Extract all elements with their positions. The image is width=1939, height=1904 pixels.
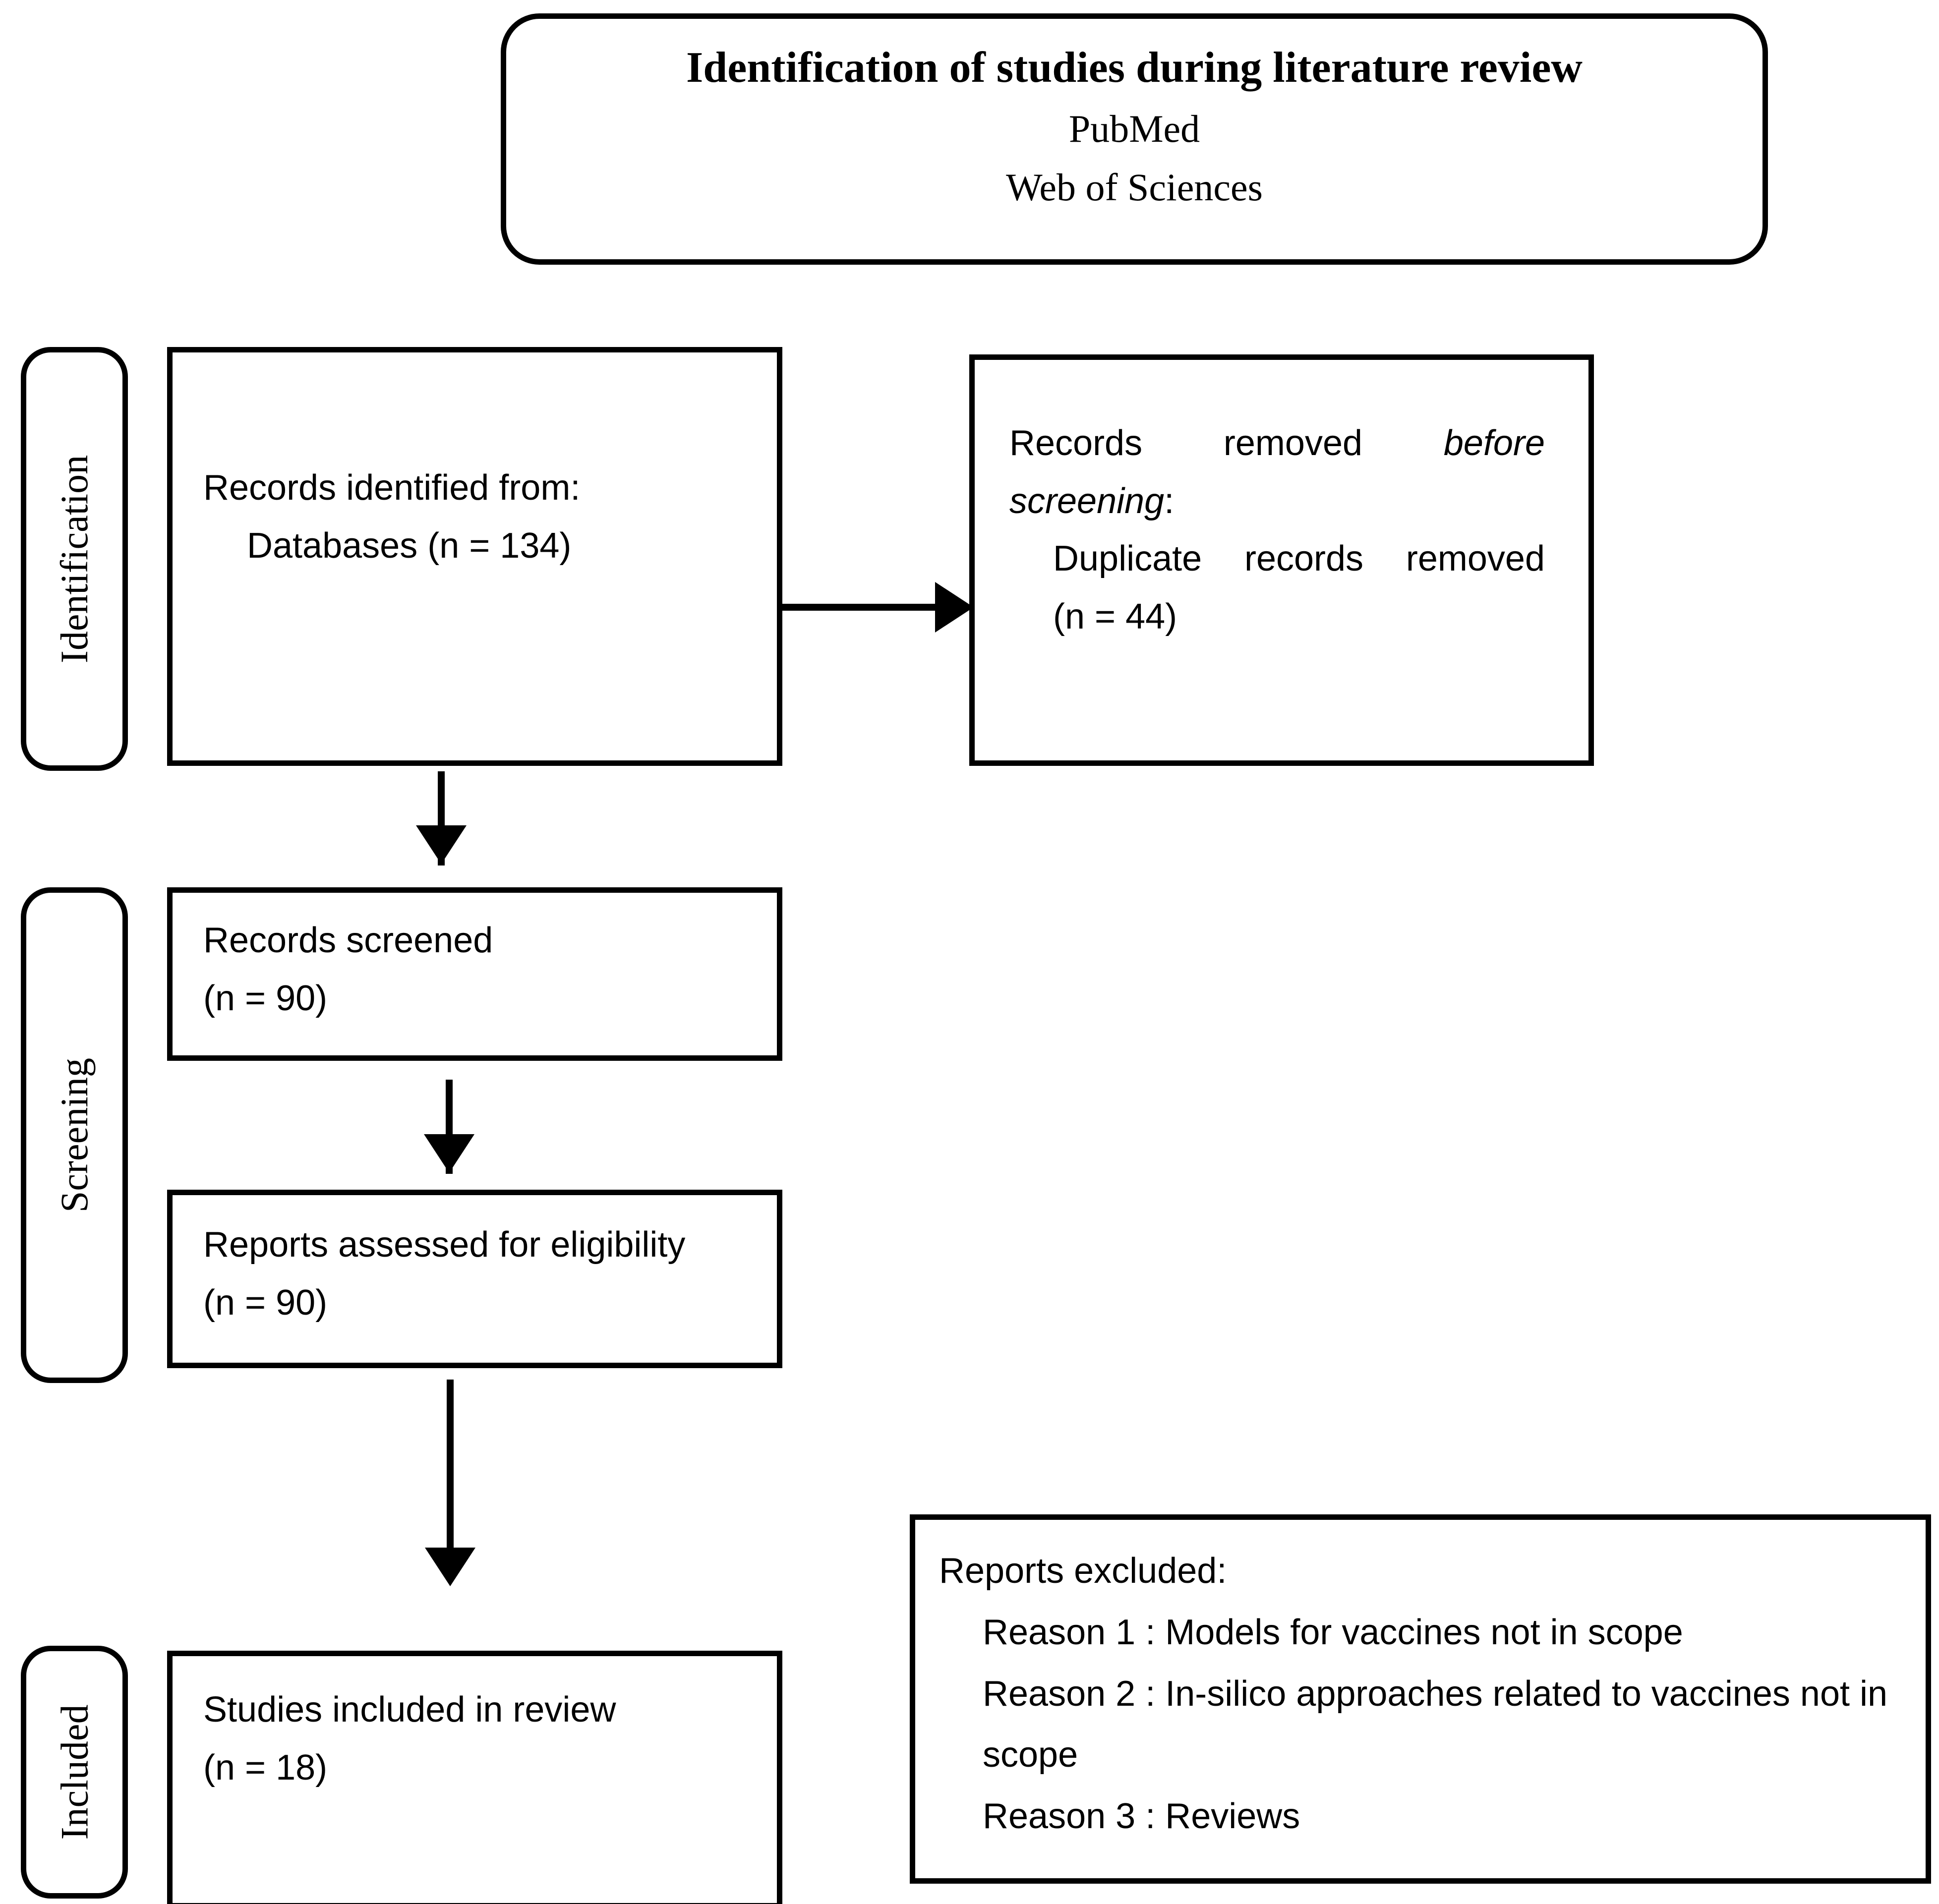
arrow-identified-to-removed-head — [935, 582, 974, 633]
box-studies-included-text: Studies included in review (n = 18) — [203, 1681, 759, 1796]
arrow-identified-to-screened-head — [416, 825, 467, 864]
stage-label-identification-text: Identification — [53, 455, 96, 663]
box-records-screened: Records screened (n = 90) — [167, 887, 782, 1061]
stage-label-included-text: Included — [53, 1704, 96, 1840]
reports-excluded-reason-2: Reason 2 : In-silico approaches related … — [983, 1673, 1888, 1775]
reports-excluded-reason-3: Reason 3 : Reviews — [983, 1796, 1300, 1837]
studies-included-line-2: (n = 18) — [203, 1747, 328, 1788]
box-records-removed-text: Records removed before screening: Duplic… — [1009, 414, 1545, 646]
arrow-assessed-to-included-stem — [447, 1380, 454, 1578]
arrow-assessed-to-included-head — [425, 1548, 475, 1586]
records-screened-line-2: (n = 90) — [203, 978, 328, 1018]
box-records-removed: Records removed before screening: Duplic… — [969, 354, 1594, 766]
records-identified-line-2: Databases (n = 134) — [247, 525, 572, 566]
diagram-title: Identification of studies during literat… — [686, 44, 1583, 92]
box-records-identified-text: Records identified from: Databases (n = … — [203, 459, 739, 575]
box-reports-excluded: Reports excluded: Reason 1 : Models for … — [910, 1514, 1931, 1884]
records-removed-line-1-emphasis: before screening — [1009, 423, 1545, 521]
records-removed-line-1: Records removed before screening: — [1009, 414, 1545, 530]
database-source-pubmed: PubMed — [1068, 107, 1200, 151]
records-screened-line-1: Records screened — [203, 921, 493, 960]
records-removed-line-1-lead: Records removed — [1009, 423, 1444, 463]
box-reports-excluded-text: Reports excluded: Reason 1 : Models for … — [939, 1541, 1906, 1847]
header-title-box: Identification of studies during literat… — [501, 13, 1768, 265]
reports-assessed-line-1: Reports assessed for eligibility — [203, 1225, 686, 1265]
records-removed-line-2: Duplicate records removed — [1053, 539, 1545, 579]
reports-excluded-reason-1: Reason 1 : Models for vaccines not in sc… — [983, 1612, 1683, 1652]
stage-label-included: Included — [21, 1646, 128, 1899]
box-studies-included: Studies included in review (n = 18) — [167, 1651, 782, 1904]
reports-excluded-heading: Reports excluded: — [939, 1551, 1227, 1591]
records-identified-line-1: Records identified from: — [203, 468, 581, 508]
stage-label-identification: Identification — [21, 347, 128, 771]
arrow-identified-to-removed-stem — [782, 604, 936, 611]
arrow-screened-to-assessed-head — [424, 1134, 474, 1173]
box-reports-assessed: Reports assessed for eligibility (n = 90… — [167, 1190, 782, 1368]
records-removed-line-1-colon: : — [1164, 481, 1175, 521]
reports-assessed-line-2: (n = 90) — [203, 1282, 328, 1323]
studies-included-line-1: Studies included in review — [203, 1690, 616, 1730]
records-removed-line-3: (n = 44) — [1053, 596, 1177, 636]
stage-label-screening: Screening — [21, 887, 128, 1383]
stage-label-screening-text: Screening — [53, 1058, 96, 1212]
box-records-screened-text: Records screened (n = 90) — [203, 912, 739, 1027]
box-reports-assessed-text: Reports assessed for eligibility (n = 90… — [203, 1216, 759, 1331]
database-source-web-of-sciences: Web of Sciences — [1006, 165, 1263, 209]
box-records-identified: Records identified from: Databases (n = … — [167, 347, 782, 766]
